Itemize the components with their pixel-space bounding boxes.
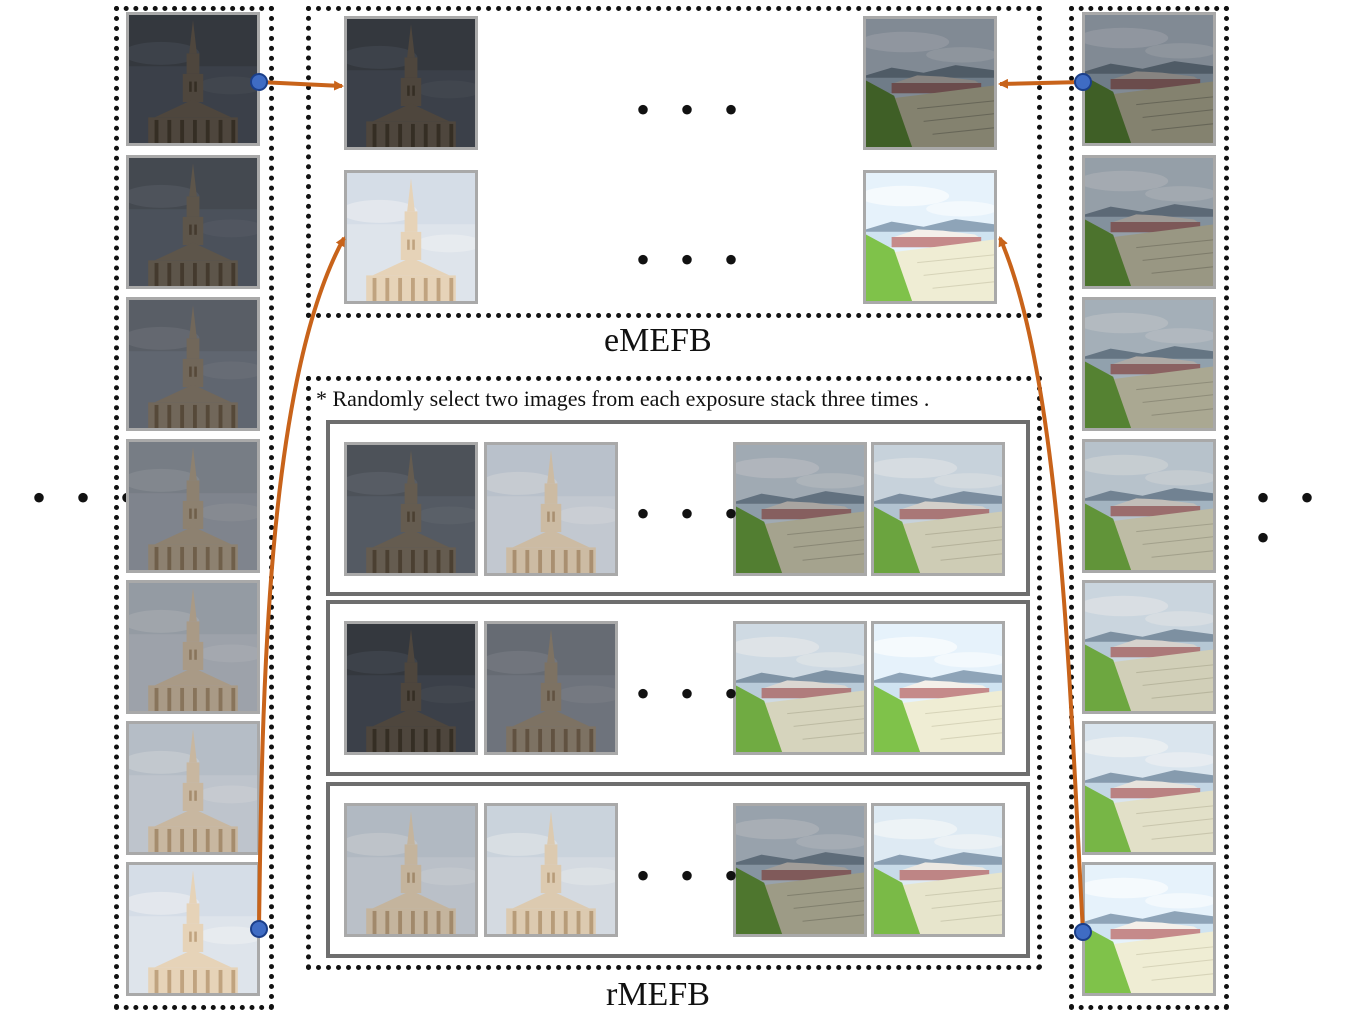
right-stack-image [1082,580,1216,714]
left-stack-image [126,862,260,996]
right-stack-image [1082,297,1216,431]
emefb-row1-ellipsis: • • • [636,87,749,132]
rmefb-image [733,803,867,937]
rmefb-row1-ellipsis: • • • [636,491,749,536]
rmefb-image [733,621,867,755]
left-stack-image [126,439,260,573]
rmefb-image [871,803,1005,937]
rmefb-row3-ellipsis: • • • [636,853,749,898]
left-stack-image [126,297,260,431]
random-selection-note: * Randomly select two images from each e… [316,386,930,411]
rmefb-image [344,803,478,937]
emefb-image-left [344,170,478,304]
rmefb-image [484,621,618,755]
emefb-image-right [863,170,997,304]
left-stack-image [126,155,260,289]
rmefb-image [871,621,1005,755]
left-stack-image [126,12,260,146]
right-stack-image [1082,12,1216,146]
right-ellipsis: • • • [1256,475,1325,560]
emefb-box [306,6,1042,318]
rmefb-image [484,442,618,576]
emefb-image-left [344,16,478,150]
left-stack-image [126,721,260,855]
right-stack-image [1082,439,1216,573]
emefb-row2-ellipsis: • • • [636,237,749,282]
right-stack-image [1082,862,1216,996]
rmefb-image [344,442,478,576]
rmefb-row2-ellipsis: • • • [636,671,749,716]
left-stack-image [126,580,260,714]
rmefb-image [484,803,618,937]
emefb-image-right [863,16,997,150]
emefb-label: eMEFB [604,322,712,359]
right-stack-image [1082,721,1216,855]
rmefb-image [733,442,867,576]
right-stack-image [1082,155,1216,289]
rmefb-label: rMEFB [606,976,710,1013]
rmefb-image [344,621,478,755]
rmefb-image [871,442,1005,576]
